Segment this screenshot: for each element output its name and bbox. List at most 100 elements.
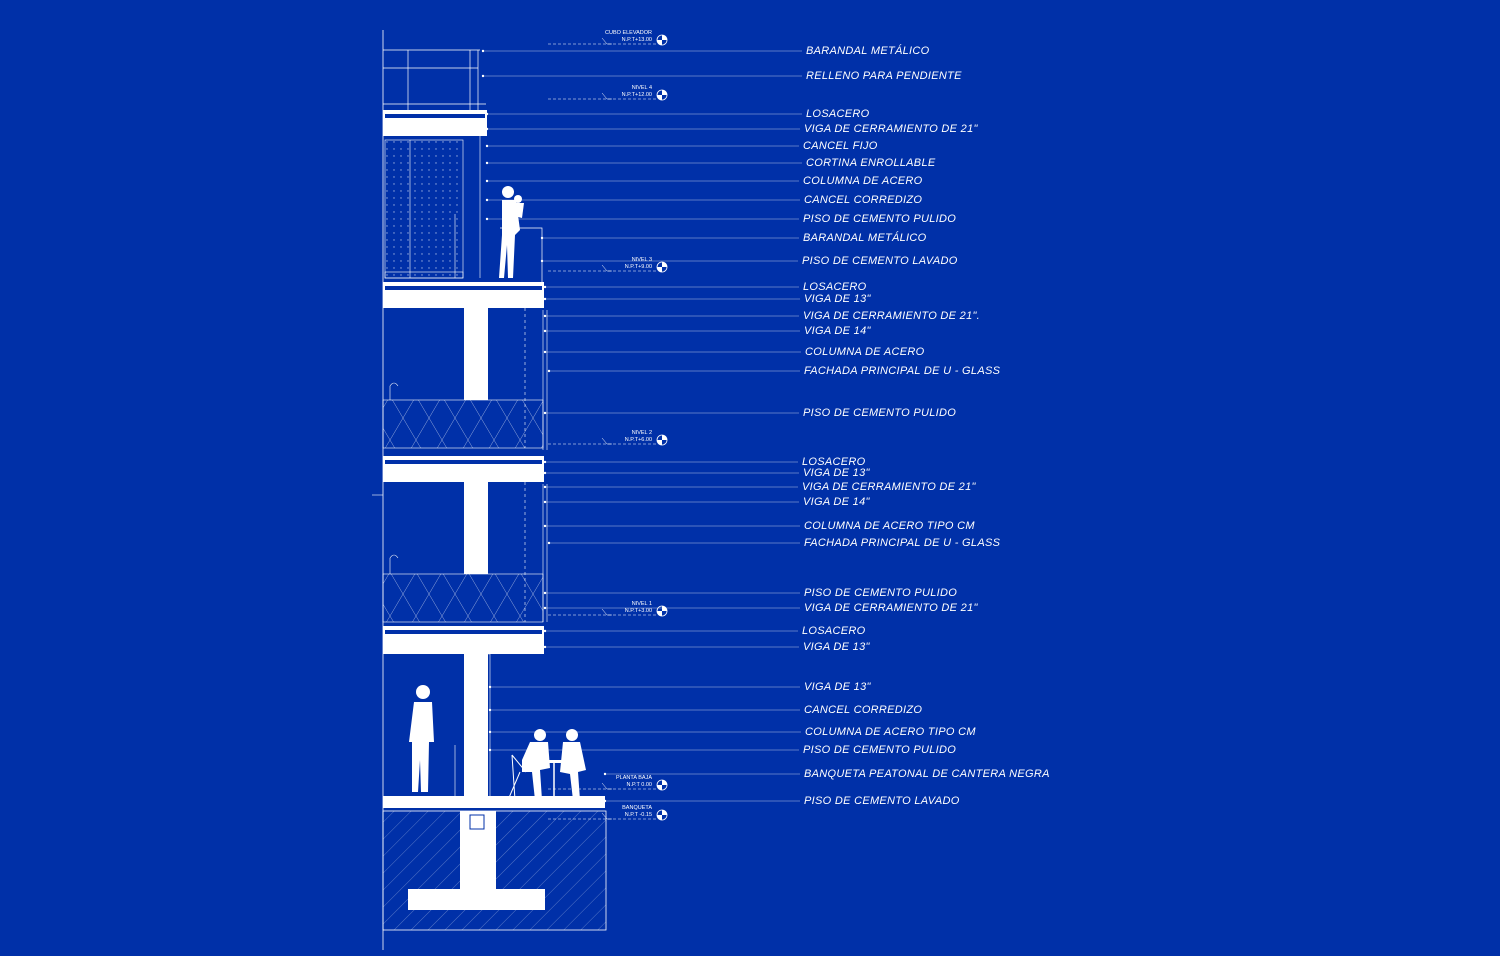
annotation-label: FACHADA PRINCIPAL DE U - GLASS [804, 365, 1001, 377]
leader-dot [543, 606, 547, 610]
leader-dot [543, 629, 547, 633]
leader-dot [485, 179, 489, 183]
leader-dot [543, 314, 547, 318]
annotation-label: VIGA DE 13" [803, 641, 870, 653]
annotation-label: PISO DE CEMENTO LAVADO [804, 795, 960, 807]
annotation-label: VIGA DE 13" [803, 467, 870, 479]
level-marker-icon [548, 605, 668, 617]
leader-dot [603, 799, 607, 803]
annotation-label: CANCEL CORREDIZO [804, 704, 923, 716]
annotation-label: RELLENO PARA PENDIENTE [806, 70, 962, 82]
level-markers [548, 34, 668, 821]
annotation-label: PISO DE CEMENTO PULIDO [803, 213, 957, 225]
level-name: PLANTA BAJA [616, 775, 652, 781]
level-name: BANQUETA [622, 805, 652, 811]
annotation-label: VIGA DE 14" [804, 325, 871, 337]
leader-dot [543, 471, 547, 475]
u-glass-facade [372, 308, 548, 623]
leader-dot [543, 460, 547, 464]
leader-dot [485, 198, 489, 202]
annotation-label: COLUMNA DE ACERO TIPO CM [804, 520, 975, 532]
leader-dot [481, 49, 485, 53]
annotation-label: VIGA DE CERRAMIENTO DE 21" [804, 602, 978, 614]
leader-dot [488, 685, 492, 689]
leader-dot [603, 772, 607, 776]
annotation-label: PISO DE CEMENTO PULIDO [803, 407, 957, 419]
cancel-corredizo [454, 653, 491, 796]
steel-columns [464, 306, 488, 798]
leader-dot [543, 285, 547, 289]
leader-dot [543, 500, 547, 504]
annotation-label: LOSACERO [802, 625, 866, 637]
cancel-fijo-panel [384, 136, 543, 282]
level-npt: N.P.T+12.00 [621, 92, 652, 98]
annotation-label: BANQUETA PEATONAL DE CANTERA NEGRA [804, 768, 1050, 780]
level-name: NIVEL 4 [631, 85, 652, 91]
level-marker-icon [548, 434, 668, 446]
roof-railing [383, 49, 486, 110]
leader-dot [488, 730, 492, 734]
leader-dot [543, 524, 547, 528]
losacero-corrugations [385, 114, 542, 634]
leader-dot [485, 144, 489, 148]
annotation-label: PISO DE CEMENTO PULIDO [804, 587, 958, 599]
leader-dot [543, 645, 547, 649]
level-npt: N.P.T -0.15 [624, 812, 652, 818]
level-npt: N.P.T 0.00 [626, 782, 652, 788]
foundation [382, 810, 607, 931]
leader-dot [543, 350, 547, 354]
level-name: NIVEL 1 [631, 601, 652, 607]
annotation-label: VIGA DE 14" [803, 496, 870, 508]
level-marker-icon [548, 34, 668, 46]
annotation-label: VIGA DE 13" [804, 293, 871, 305]
annotation-label: LOSACERO [803, 281, 867, 293]
leader-dot [543, 297, 547, 301]
annotation-label: COLUMNA DE ACERO [805, 346, 925, 358]
annotation-label: PISO DE CEMENTO LAVADO [802, 255, 958, 267]
annotation-label: LOSACERO [802, 456, 866, 468]
level-name: NIVEL 3 [631, 257, 652, 263]
annotation-label: PISO DE CEMENTO PULIDO [803, 744, 957, 756]
annotation-label: VIGA DE CERRAMIENTO DE 21" [802, 481, 976, 493]
annotation-label: VIGA DE CERRAMIENTO DE 21" [804, 123, 978, 135]
leader-dot [540, 236, 544, 240]
level-marker-icon [548, 809, 668, 821]
leader-dot [543, 591, 547, 595]
level-npt: N.P.T+13.00 [621, 37, 652, 43]
leader-dot [540, 259, 544, 263]
leader-dot [485, 127, 489, 131]
level-marker-icon [548, 779, 668, 791]
leader-dot [481, 74, 485, 78]
annotation-label: BARANDAL METÁLICO [806, 45, 930, 57]
annotation-label: COLUMNA DE ACERO [803, 175, 923, 187]
leader-dot [543, 485, 547, 489]
leader-dot [543, 411, 547, 415]
leader-dot [488, 748, 492, 752]
annotation-label: CANCEL FIJO [803, 140, 878, 152]
level-name: NIVEL 2 [631, 430, 652, 436]
level-name: CUBO ELEVADOR [605, 30, 652, 36]
annotation-label: VIGA DE 13" [804, 681, 871, 693]
level-npt: N.P.T+6.00 [624, 437, 652, 443]
level-npt: N.P.T+9.00 [624, 264, 652, 270]
leader-dot [485, 161, 489, 165]
annotation-label: FACHADA PRINCIPAL DE U - GLASS [804, 537, 1001, 549]
level-npt: N.P.T+3.00 [624, 608, 652, 614]
leader-dot [488, 708, 492, 712]
leader-dot [485, 112, 489, 116]
annotation-label: BARANDAL METÁLICO [803, 232, 927, 244]
leader-dot [547, 369, 551, 373]
level-marker-icon [548, 261, 668, 273]
people-silhouettes [409, 186, 586, 801]
leader-dot [543, 329, 547, 333]
leader-lines [481, 49, 802, 803]
annotation-label: CORTINA ENROLLABLE [806, 157, 936, 169]
